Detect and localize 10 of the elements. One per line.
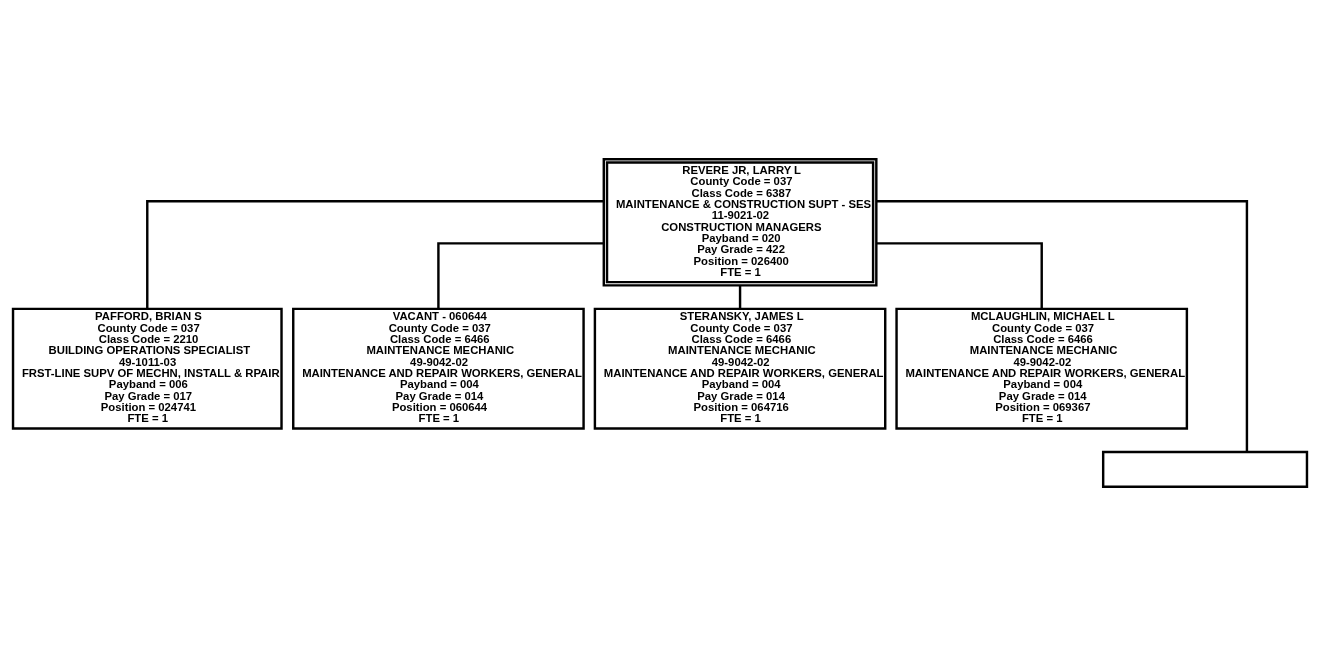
node-box: MCLAUGHLIN, MICHAEL L County Code = 037 Class Code = 6466 MAINTENANCE MECHANIC 49-9042-02 MAINTENANCE AND REPAIR WORKERS, GENERAL Payband = 004 Pay Grade = 014 Position = 069367 FTE = 1 [895,307,1189,430]
connector [437,241,604,309]
connector [738,284,742,309]
connector [876,199,1249,452]
connector [146,199,604,309]
connector [876,241,1043,309]
node-box: VACANT - 060644 County Code = 037 Class Code = 6466 MAINTENANCE MECHANIC 49-9042-02 MAINTENANCE AND REPAIR WORKERS, GENERAL Payband = 004 Pay Grade = 014 Position = 060644 FTE = 1 [292,307,585,430]
node-box: PAFFORD, BRIAN S County Code = 037 Class Code = 2210 BUILDING OPERATIONS SPECIALIST 49-1011-03 FRST-LINE SUPV OF MECHN, INSTALL & RPAIR Payband = 006 Pay Grade = 017 Position = 024741 FTE = 1 [11,307,283,430]
node-box: STERANSKY, JAMES L County Code = 037 Class Code = 6466 MAINTENANCE MECHANIC 49-9042-02 MAINTENANCE AND REPAIR WORKERS, GENERAL Payband = 004 Pay Grade = 014 Position = 064716 FTE = 1 [593,307,887,430]
node-box [1101,450,1309,488]
